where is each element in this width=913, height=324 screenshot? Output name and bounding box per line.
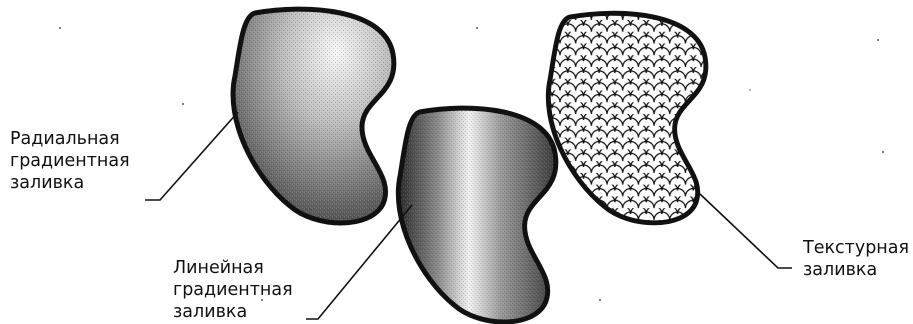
label-linear-gradient-fill: Линейная градиентная заливка	[173, 257, 293, 323]
label-line: заливка	[803, 259, 909, 281]
label-line: заливка	[173, 301, 293, 323]
texture-fill-bean	[548, 13, 706, 223]
label-line: заливка	[10, 172, 130, 194]
label-line: градиентная	[173, 279, 293, 301]
label-line: Линейная	[173, 257, 293, 279]
label-line: градиентная	[10, 150, 130, 172]
label-line: Текстурная	[803, 237, 909, 259]
leader-line-texture	[700, 194, 792, 268]
linear-fill-bean	[398, 108, 556, 322]
label-line: Радиальная	[10, 128, 130, 150]
label-texture-fill: Текстурная заливка	[803, 237, 909, 281]
leader-line-radial	[145, 112, 238, 200]
radial-fill-bean	[233, 9, 394, 223]
label-radial-gradient-fill: Радиальная градиентная заливка	[10, 128, 130, 194]
